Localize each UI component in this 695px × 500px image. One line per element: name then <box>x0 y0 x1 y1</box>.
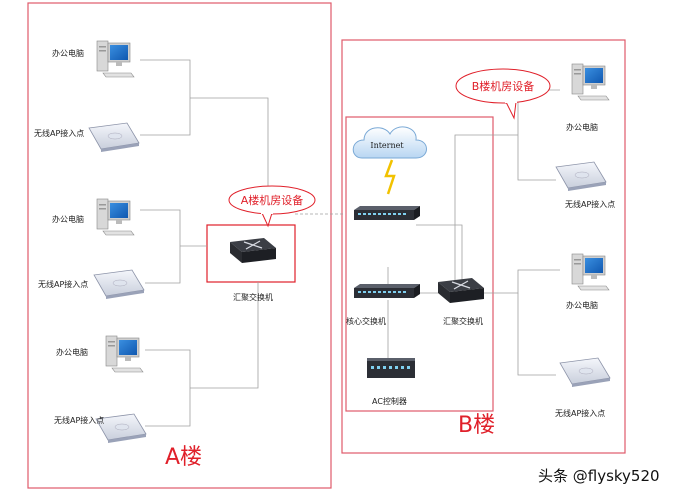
ac-controller-icon <box>367 358 415 378</box>
aggregation-switch-icon <box>229 237 277 264</box>
ac-controller-label: AC控制器 <box>372 396 407 406</box>
router-rack-icon <box>354 206 420 220</box>
wireless-ap-icon <box>93 269 145 300</box>
building-a-frame <box>27 2 332 489</box>
pc-label: 办公电脑 <box>566 122 598 132</box>
office-pc-icon <box>96 40 135 78</box>
ap-label: 无线AP接入点 <box>34 128 84 138</box>
building-a-title: A楼 <box>165 445 202 470</box>
wireless-ap-icon <box>88 122 140 153</box>
building-b-room-frame <box>345 116 494 412</box>
aggregation-switch-label: 汇聚交换机 <box>233 292 273 302</box>
lightning-icon <box>384 159 396 195</box>
office-pc-icon <box>96 198 135 236</box>
pc-label: 办公电脑 <box>52 48 84 58</box>
building-a-room-frame <box>206 224 296 283</box>
office-pc-icon <box>571 63 610 101</box>
building-b-frame <box>341 39 626 454</box>
ap-label: 无线AP接入点 <box>54 415 104 425</box>
ap-label: 无线AP接入点 <box>38 279 88 289</box>
aggregation-switch-label: 汇聚交换机 <box>443 316 483 326</box>
internet-cloud-icon <box>352 126 427 159</box>
ap-label: 无线AP接入点 <box>565 199 615 209</box>
wireless-ap-icon <box>559 357 611 388</box>
wireless-ap-icon <box>555 161 607 192</box>
pc-label: 办公电脑 <box>566 300 598 310</box>
office-pc-icon <box>105 335 144 373</box>
office-pc-icon <box>571 253 610 291</box>
pc-label: 办公电脑 <box>52 214 84 224</box>
ap-label: 无线AP接入点 <box>555 408 605 418</box>
building-a-wires <box>140 59 345 427</box>
building-a-room-bubble: A楼机房设备 <box>228 185 316 228</box>
building-b-room-bubble: B楼机房设备 <box>455 68 551 120</box>
aggregation-switch-icon <box>437 277 485 304</box>
core-switch-label: 核心交换机 <box>346 316 386 326</box>
core-switch-icon <box>354 284 420 298</box>
watermark-text: 头条 @flysky520 <box>538 467 660 485</box>
building-a-room-label: A楼机房设备 <box>241 193 304 207</box>
building-b-room-label: B楼机房设备 <box>472 79 535 93</box>
internet-label: Internet <box>370 141 404 150</box>
pc-label: 办公电脑 <box>56 347 88 357</box>
building-b-title: B楼 <box>458 413 495 438</box>
